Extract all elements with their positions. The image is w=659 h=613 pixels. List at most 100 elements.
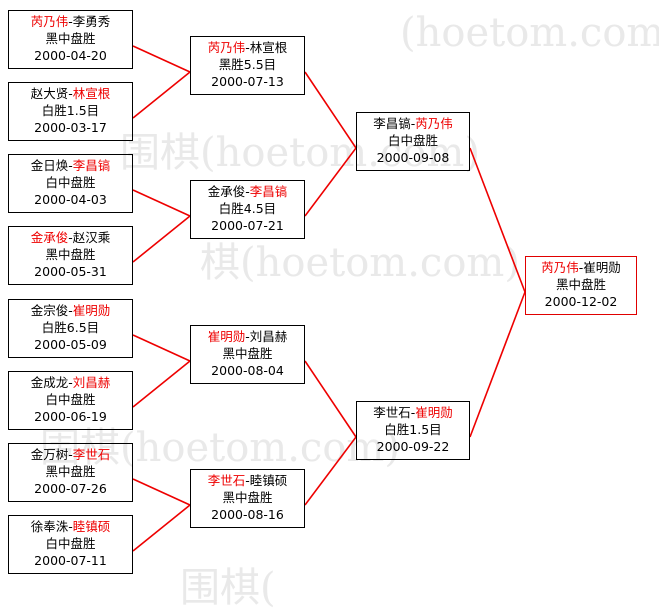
player-separator: - [68,303,73,318]
match-players: 李世石-崔明勋 [359,405,467,422]
player-name: 芮乃伟 [415,116,453,131]
match-date: 2000-07-21 [211,218,284,233]
match-players: 芮乃伟-林宣根 [193,40,302,57]
watermark-text: 围棋(hoetom.com) [40,425,400,471]
player-name: 崔明勋 [72,303,111,318]
match-date: 2000-09-22 [376,439,450,454]
match-result: 白胜6.5目 [41,320,100,335]
player-name: 李昌镐 [373,116,411,131]
match-players: 金宗俊-崔明勋 [11,303,130,320]
player-name: 徐奉洙 [30,519,69,534]
match-date: 2000-08-16 [211,507,284,522]
match-node[interactable]: 赵大贤-林宣根白胜1.5目 2000-03-17 [8,82,133,141]
match-node[interactable]: 芮乃伟-李勇秀黑中盘胜 2000-04-20 [8,10,133,69]
watermark-text: 棋(hoetom.com) [200,240,520,286]
player-name: 刘昌赫 [72,375,111,390]
player-separator: - [68,158,73,173]
player-separator: - [410,405,416,420]
player-separator: - [68,447,73,462]
player-separator: - [410,116,416,131]
player-separator: - [245,40,250,55]
player-name: 芮乃伟 [541,260,579,275]
match-result: 黑中盘胜 [45,31,96,46]
player-name: 崔明勋 [415,405,453,420]
match-date: 2000-04-20 [34,48,107,63]
player-name: 李勇秀 [72,14,111,29]
player-separator: - [245,329,250,344]
player-name: 林宣根 [249,40,288,55]
match-result: 白中盘胜 [387,133,438,148]
match-date: 2000-07-11 [34,553,107,568]
player-name: 崔明勋 [583,260,621,275]
match-players: 李昌镐-芮乃伟 [359,116,467,133]
match-result: 黑中盘胜 [45,464,96,479]
player-name: 金承俊 [207,184,246,199]
match-node[interactable]: 金日焕-李昌镐白中盘胜 2000-04-03 [8,154,133,213]
match-date: 2000-09-08 [376,150,450,165]
player-separator: - [68,230,73,245]
player-name: 李世石 [207,473,246,488]
player-name: 李世石 [373,405,411,420]
player-name: 金承俊 [30,230,69,245]
player-separator: - [68,14,73,29]
player-separator: - [578,260,584,275]
match-result: 白中盘胜 [45,392,96,407]
player-name: 赵汉乘 [72,230,111,245]
match-players: 金日焕-李昌镐 [11,158,130,175]
player-name: 李昌镐 [249,184,288,199]
player-separator: - [245,473,250,488]
match-players: 芮乃伟-李勇秀 [11,14,130,31]
match-players: 金成龙-刘昌赫 [11,375,130,392]
player-name: 金成龙 [30,375,69,390]
player-name: 林宣根 [72,86,111,101]
connector-lines [132,45,526,552]
match-date: 2000-06-19 [34,409,107,424]
match-result: 白中盘胜 [45,175,96,190]
match-result: 黑中盘胜 [555,277,606,292]
match-date: 2000-12-02 [544,294,618,309]
player-name: 芮乃伟 [207,40,246,55]
match-date: 2000-04-03 [34,192,107,207]
match-result: 白胜4.5目 [218,201,277,216]
match-node[interactable]: 金承俊-李昌镐白胜4.5目 2000-07-21 [190,180,305,239]
match-players: 李世石-睦镇硕 [193,473,302,490]
match-date: 2000-07-13 [211,74,284,89]
match-date: 2000-05-31 [34,264,107,279]
watermark-text: 围棋(hoetom.com) [120,130,480,176]
match-result: 黑中盘胜 [222,490,273,505]
match-result: 黑胜5.5目 [218,57,277,72]
match-players: 崔明勋-刘昌赫 [193,329,302,346]
match-result: 白中盘胜 [45,536,96,551]
match-players: 金承俊-李昌镐 [193,184,302,201]
player-separator: - [68,86,73,101]
player-name: 赵大贤 [30,86,69,101]
player-name: 睦镇硕 [249,473,288,488]
match-players: 芮乃伟-崔明勋 [528,260,634,277]
match-date: 2000-03-17 [34,120,107,135]
player-separator: - [68,375,73,390]
player-name: 金万树 [30,447,69,462]
player-separator: - [68,519,73,534]
match-result: 白胜1.5目 [384,422,442,437]
match-node[interactable]: 金宗俊-崔明勋白胜6.5目 2000-05-09 [8,299,133,358]
match-date: 2000-08-04 [211,363,284,378]
match-node[interactable]: 徐奉洙-睦镇硕白中盘胜 2000-07-11 [8,515,133,574]
player-name: 李世石 [72,447,111,462]
match-players: 徐奉洙-睦镇硕 [11,519,130,536]
match-date: 2000-05-09 [34,337,107,352]
match-players: 金万树-李世石 [11,447,130,464]
player-name: 金日焕 [30,158,69,173]
bracket-diagram: (hoetom.com) 围棋(hoetom.com) 棋(hoetom.com) 围… [8,10,659,611]
match-result: 白胜1.5目 [41,103,100,118]
match-date: 2000-07-26 [34,481,107,496]
watermark-text: (hoetom.com) [400,10,659,56]
